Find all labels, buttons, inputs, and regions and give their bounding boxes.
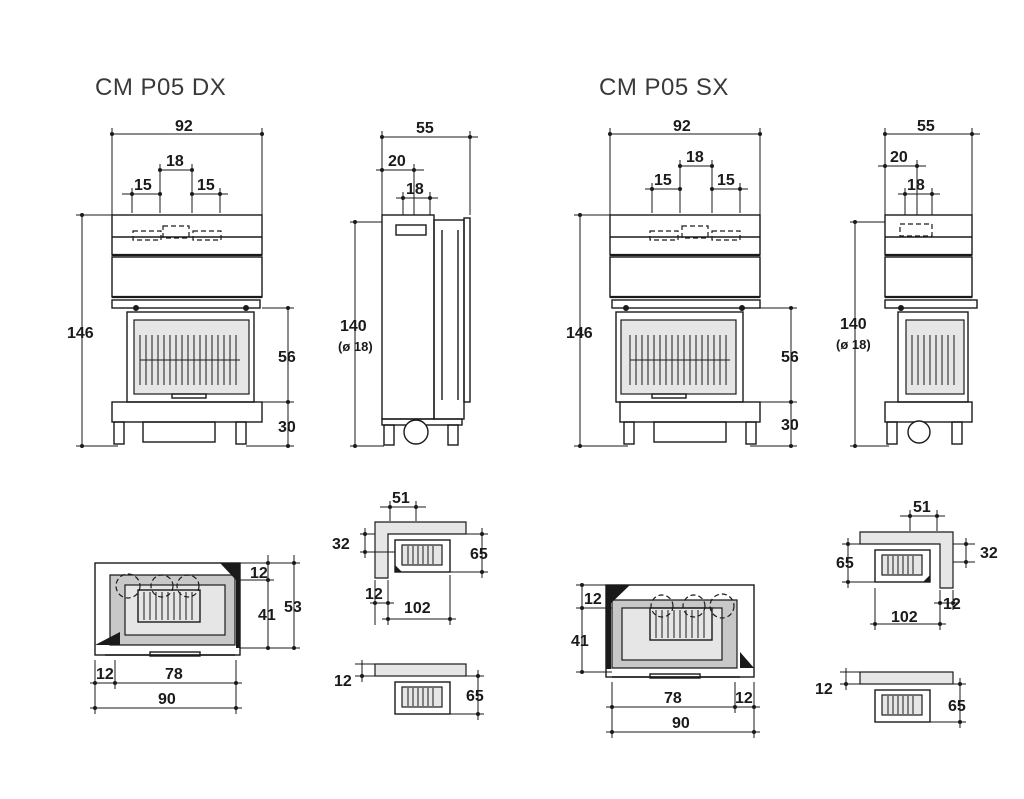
sx-corner-65-label: 65 [836,555,854,572]
dx-front-56-label: 56 [278,349,296,366]
sx-corner-plan: 51 65 32 12 102 [836,499,998,630]
sx-side-20-label: 20 [890,149,908,166]
dx-corner-102-label: 102 [404,600,431,617]
sx-corner-32-label: 32 [980,545,998,562]
sx-side-view: 55 20 18 [836,118,980,448]
dx-plan-12a-label: 12 [250,565,268,582]
sx-front-18-label: 18 [686,149,704,166]
sx-front-15b-label: 15 [717,172,735,189]
dx-plan-41-label: 41 [258,607,276,624]
sx-plan-12a-label: 12 [584,591,602,608]
sx-corner-12-label: 12 [943,596,961,613]
dx-wall-65-label: 65 [466,688,484,705]
dx-plan-90-label: 90 [158,691,176,708]
sx-corner-102-label: 102 [891,609,918,626]
dx-front-30-label: 30 [278,419,296,436]
dx-front-view: 92 18 15 15 [67,118,296,448]
dx-plan-12b-label: 12 [96,666,114,683]
dx-corner-51-label: 51 [392,490,410,507]
sx-corner-51-label: 51 [913,499,931,516]
sx-plan-90-label: 90 [672,715,690,732]
sx-side-140-label: 140 [840,316,867,333]
dx-plan-78-label: 78 [165,666,183,683]
dx-corner-plan: 51 32 65 12 102 [332,490,488,625]
sx-plan-41-label: 41 [571,633,589,650]
sx-front-width-label: 92 [673,118,691,135]
sx-front-15a-label: 15 [654,172,672,189]
sx-front-30-label: 30 [781,417,799,434]
dx-front-15b-label: 15 [197,177,215,194]
dx-front-15a-label: 15 [134,177,152,194]
dx-side-20-label: 20 [388,153,406,170]
dx-side-view: 55 20 18 140 (ø 18) [338,120,478,448]
sx-plan-view: 12 41 78 12 90 [571,583,760,738]
dx-corner-32-label: 32 [332,536,350,553]
dx-wall-12-label: 12 [334,673,352,690]
dx-front-width-label: 92 [175,118,193,135]
dx-corner-12-label: 12 [365,586,383,603]
sx-front-view: 92 18 15 15 [566,118,799,448]
sx-wall-plan: 12 65 [815,668,966,728]
sx-wall-65-label: 65 [948,698,966,715]
sx-wall-12-label: 12 [815,681,833,698]
sx-side-18-label: 18 [907,177,925,194]
dx-front-height-label: 146 [67,325,94,342]
sx-side-55-label: 55 [917,118,935,135]
dx-plan-view: 12 41 53 12 78 90 [90,555,302,714]
sx-side-flue-label: (ø 18) [836,337,871,352]
title-cm-p05-dx: CM P05 DX [95,74,227,101]
dx-corner-65-label: 65 [470,546,488,563]
sx-front-56-label: 56 [781,349,799,366]
dx-front-18-label: 18 [166,153,184,170]
title-cm-p05-sx: CM P05 SX [599,74,729,101]
dx-side-18-label: 18 [406,181,424,198]
dx-side-55-label: 55 [416,120,434,137]
dx-side-140-label: 140 [340,318,367,335]
dx-wall-plan: 12 65 [334,660,484,720]
sx-front-height-label: 146 [566,325,593,342]
sx-plan-78-label: 78 [664,690,682,707]
dx-side-flue-label: (ø 18) [338,339,373,354]
dx-plan-53-label: 53 [284,599,302,616]
sx-plan-12b-label: 12 [735,690,753,707]
